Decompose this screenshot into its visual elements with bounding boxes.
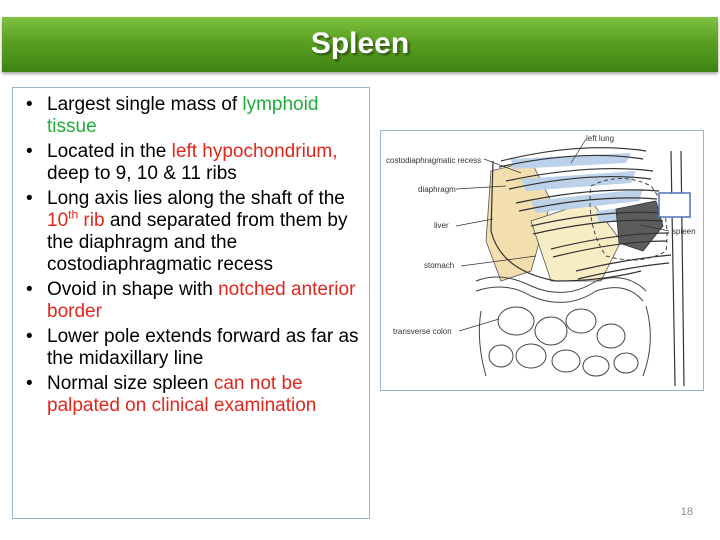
label-stomach: stomach bbox=[424, 261, 455, 270]
bullet-dot: • bbox=[26, 279, 33, 300]
bullet-text-segment: and separated from them by the diaphragm… bbox=[47, 210, 348, 275]
anatomy-illustration bbox=[381, 131, 703, 390]
label-left-lung: left lung bbox=[586, 134, 615, 143]
bullet-text-segment: notched anterior border bbox=[47, 279, 356, 322]
bullet-text-segment: th bbox=[68, 207, 79, 222]
bullet-list: •Largest single mass of lymphoid tissue•… bbox=[13, 88, 369, 417]
bullet-text-segment: Long axis lies along the shaft of the bbox=[47, 188, 345, 209]
bullet-item: • Ovoid in shape with notched anterior bo… bbox=[26, 279, 363, 323]
label-diaphragm: diaphragm bbox=[418, 185, 456, 194]
title-bar: Spleen bbox=[2, 17, 718, 72]
label-transverse-colon: transverse colon bbox=[393, 327, 452, 336]
bullet-text-segment: Located in the bbox=[47, 141, 172, 162]
bullet-item: • Long axis lies along the shaft of the 1… bbox=[26, 188, 363, 276]
bullet-item: • Normal size spleen can not be palpated … bbox=[26, 373, 363, 417]
bullet-text-segment: rib bbox=[78, 210, 105, 231]
bullet-text-segment: lymphoid tissue bbox=[47, 94, 319, 137]
bullet-dot: • bbox=[26, 188, 33, 209]
bullet-text-segment: left hypochondrium, bbox=[171, 141, 338, 162]
page-number: 18 bbox=[680, 506, 693, 518]
bullet-dot: • bbox=[26, 326, 33, 347]
bullet-text-segment: 10 bbox=[47, 210, 69, 231]
bullet-text-segment: deep to 9, 10 & 11 ribs bbox=[47, 163, 237, 184]
bullet-dot: • bbox=[26, 141, 33, 162]
spleen-anatomy-figure: left lung costodiaphragmatic recess diap… bbox=[380, 130, 704, 391]
bullet-text-segment: Lower pole extends forward as far as the… bbox=[47, 326, 359, 369]
bullet-text-segment: Ovoid in shape with bbox=[47, 279, 219, 300]
bullet-text-segment: Largest single mass of bbox=[47, 94, 243, 115]
bullet-dot: • bbox=[26, 94, 33, 115]
bullet-text-segment: can not be palpated on clinical examinat… bbox=[47, 373, 317, 416]
label-spleen: spleen bbox=[672, 227, 696, 236]
bullet-item: • Largest single mass of lymphoid tissue bbox=[26, 94, 363, 138]
bullet-dot: • bbox=[26, 373, 33, 394]
bullet-text-box: •Largest single mass of lymphoid tissue•… bbox=[12, 87, 370, 519]
label-costodiaphragmatic-recess: costodiaphragmatic recess bbox=[386, 156, 482, 165]
bullet-item: • Lower pole extends forward as far as th… bbox=[26, 326, 363, 370]
bullet-text-segment: Normal size spleen bbox=[47, 373, 214, 394]
slide-title: Spleen bbox=[310, 26, 410, 60]
label-liver: liver bbox=[434, 221, 449, 230]
bullet-item: • Located in the left hypochondrium, deep… bbox=[26, 141, 363, 185]
